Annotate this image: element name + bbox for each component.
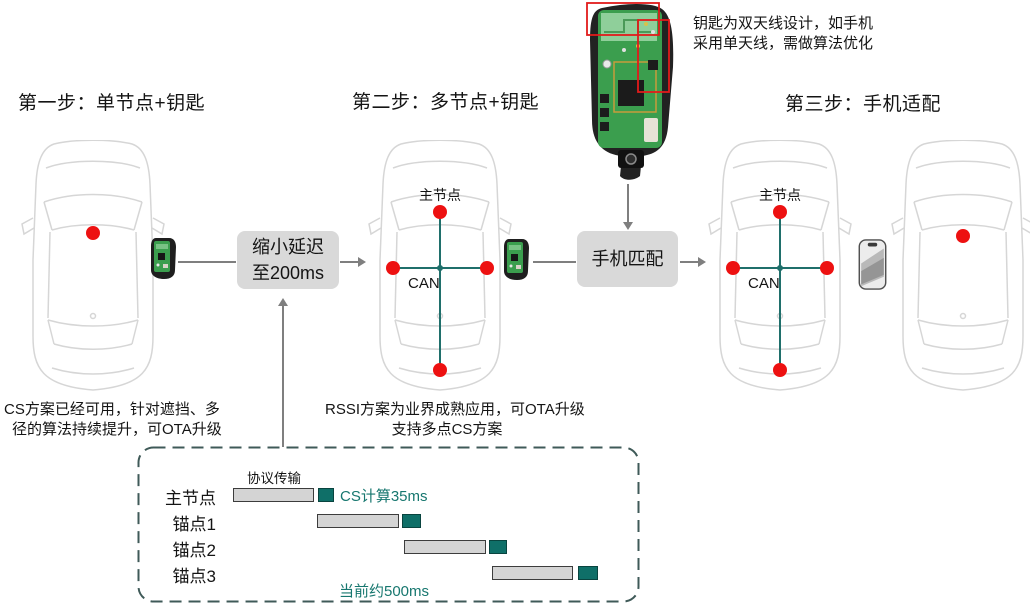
- cs-calc-bar-master: [318, 488, 334, 502]
- master-node-label-car3: 主节点: [759, 187, 801, 203]
- cs-calc-bar-anchor2: [489, 540, 507, 554]
- key-dual-antenna-note: 钥匙为双天线设计，如手机 采用单天线，需做算法优化: [693, 14, 873, 54]
- master-node-dot-car3: [773, 205, 787, 219]
- key-pcb-photo: [578, 2, 690, 180]
- protocol-bar-master: [233, 488, 314, 502]
- key-note-line2: 采用单天线，需做算法优化: [693, 35, 874, 52]
- gantt-row-label-master: 主节点: [165, 489, 216, 508]
- key-fob-icon-2: [503, 238, 530, 281]
- cs-note-line2: 径的算法持续提升，可OTA升级: [12, 421, 222, 438]
- can-bus-vertical-car3: [779, 212, 781, 370]
- rssi-note-line1: RSSI方案为业界成熟应用，可OTA升级: [325, 401, 585, 418]
- cs-solution-note: CS方案已经可用，针对遮挡、多 径的算法持续提升，可OTA升级: [4, 400, 222, 440]
- connector-car2-to-match-box: [533, 261, 576, 263]
- arrowhead-up-icon: [277, 298, 288, 306]
- delay-box: 缩小延迟 至200ms: [237, 231, 339, 289]
- rssi-note-line2: 支持多点CS方案: [391, 421, 503, 438]
- anchor-dot-left-car2: [386, 261, 400, 275]
- anchor-dot-right-car2: [480, 261, 494, 275]
- anchor-dot-rear-car3: [773, 363, 787, 377]
- anchor-dot-rear-car2: [433, 363, 447, 377]
- master-node-label-car2: 主节点: [419, 187, 461, 203]
- rssi-solution-note: RSSI方案为业界成熟应用，可OTA升级 支持多点CS方案: [325, 400, 585, 440]
- arrow-match-box-to-car3: [680, 256, 706, 267]
- timeline-panel-border: [137, 446, 640, 603]
- phone-match-label: 手机匹配: [591, 249, 664, 269]
- delay-box-line1: 缩小延迟: [252, 237, 324, 257]
- protocol-bar-anchor3: [492, 566, 573, 580]
- smartphone-icon: [858, 239, 887, 290]
- arrow-timeline-to-delay-box: [277, 298, 288, 447]
- can-bus-junction-car2: [437, 265, 443, 271]
- anchor-dot-right-car3: [820, 261, 834, 275]
- key-fob-icon-1: [150, 237, 177, 280]
- delay-box-line2: 至200ms: [251, 263, 325, 283]
- can-bus-junction-car3: [777, 265, 783, 271]
- arrow-key-to-match-box: [622, 184, 633, 230]
- step-3-title: 第三步：手机适配: [785, 94, 942, 115]
- gantt-row-label-anchor2: 锚点2: [172, 541, 216, 560]
- arrowhead-right-icon: [698, 256, 706, 267]
- protocol-transfer-label: 协议传输: [247, 471, 301, 486]
- step-2-title: 第二步：多节点+钥匙: [352, 92, 540, 113]
- phone-match-box: 手机匹配: [577, 231, 678, 287]
- cs-calc-time-label: CS计算35ms: [340, 488, 428, 505]
- protocol-bar-anchor1: [317, 514, 399, 528]
- total-time-label: 当前约500ms: [339, 583, 430, 600]
- cs-note-line1: CS方案已经可用，针对遮挡、多: [4, 401, 220, 418]
- arrow-delay-box-to-car2: [340, 256, 366, 267]
- single-node-dot-car4: [956, 229, 970, 243]
- gantt-row-label-anchor1: 锚点1: [172, 515, 216, 534]
- can-bus-vertical-car2: [439, 212, 441, 370]
- gantt-row-label-anchor3: 锚点3: [172, 567, 216, 586]
- can-label-car2: CAN: [408, 275, 440, 292]
- cs-calc-bar-anchor1: [402, 514, 421, 528]
- key-note-line1: 钥匙为双天线设计，如手机: [693, 15, 874, 32]
- arrowhead-down-icon: [622, 222, 633, 230]
- car-top-view-1: [18, 140, 168, 398]
- single-node-dot-car1: [86, 226, 100, 240]
- step-1-title: 第一步：单节点+钥匙: [18, 93, 206, 114]
- car-top-view-4: [888, 140, 1030, 398]
- master-node-dot-car2: [433, 205, 447, 219]
- anchor-dot-left-car3: [726, 261, 740, 275]
- connector-car1-to-delay-box: [178, 261, 236, 263]
- can-label-car3: CAN: [748, 275, 780, 292]
- arrowhead-right-icon: [358, 256, 366, 267]
- protocol-bar-anchor2: [404, 540, 486, 554]
- cs-calc-bar-anchor3: [578, 566, 598, 580]
